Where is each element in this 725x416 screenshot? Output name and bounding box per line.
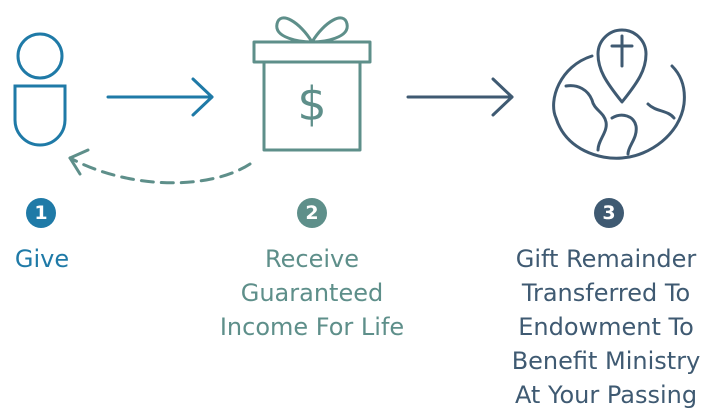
step-2-label-line: Guaranteed: [240, 279, 384, 307]
step-1-label: Give: [0, 242, 84, 276]
step-3-label-line: Gift Remainder: [515, 245, 697, 273]
step-2-label-line: Receive: [265, 245, 359, 273]
step-1-label-line: Give: [14, 245, 70, 273]
step-3-label-line: Endowment To: [518, 313, 694, 341]
globe-cross-pin-icon: [552, 28, 686, 160]
step-2-label-line: Income For Life: [219, 313, 405, 341]
right-arrow-icon: [106, 77, 214, 117]
step-2-number-badge: 2: [297, 198, 327, 228]
step-3-label-line: Benefit Ministry: [511, 347, 701, 375]
gift-box-dollar-icon: [252, 16, 372, 152]
step-3-number-badge: 3: [594, 198, 624, 228]
right-arrow-icon: [406, 77, 514, 117]
person-icon: [13, 32, 67, 147]
step-1-number-badge: 1: [26, 198, 56, 228]
dollar-sign: $: [297, 77, 326, 131]
step-3-label-line: At Your Passing: [514, 381, 698, 409]
step-3-label-line: Transferred To: [521, 279, 691, 307]
step-2-label: Receive Guaranteed Income For Life: [182, 242, 442, 344]
step-3-label: Gift Remainder Transferred To Endowment …: [488, 242, 724, 412]
dashed-curved-return-arrow-icon: [68, 148, 252, 185]
